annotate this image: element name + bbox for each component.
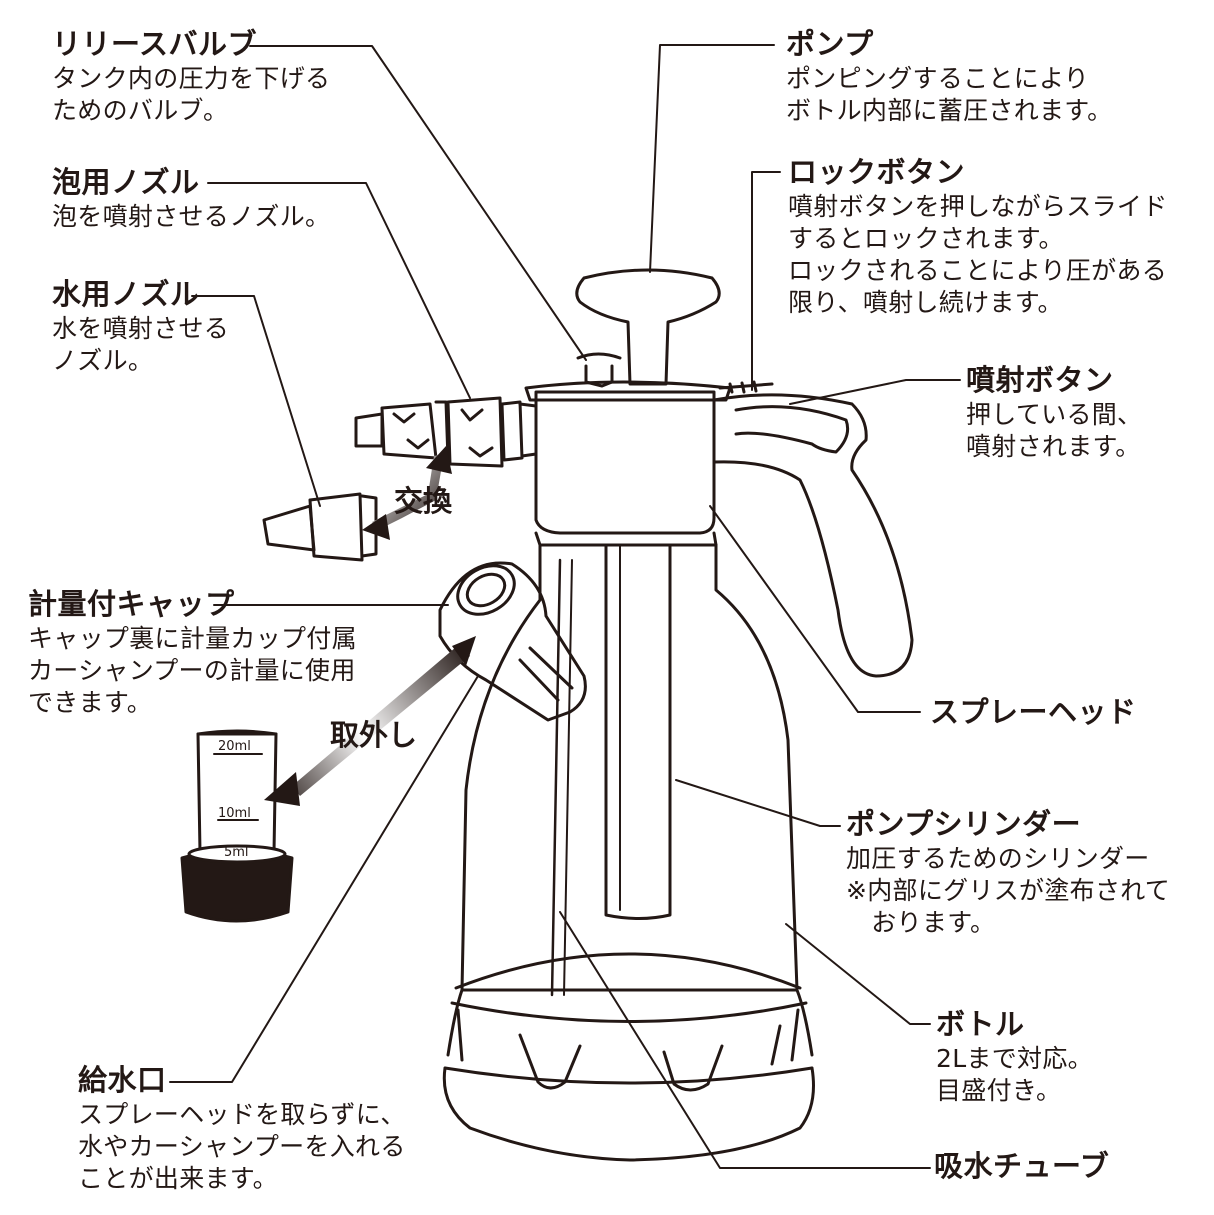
spray-button-desc-2: 噴射されます。 (966, 432, 1141, 462)
inlet-desc-3: ことが出来ます。 (78, 1164, 278, 1194)
lock-button-desc-3: ロックされることにより圧がある (788, 256, 1168, 286)
water-nozzle-desc-2: ノズル。 (52, 346, 154, 376)
pump-cylinder-desc-2: ※内部にグリスが塗布されて (846, 876, 1171, 906)
bottle-body (446, 543, 814, 1057)
label-pump: ポンプ ポンピングすることにより ボトル内部に蓄圧されます。 (786, 26, 1112, 127)
pump-cylinder-title: ポンプシリンダー (846, 807, 1082, 841)
exchange-arrow (362, 446, 452, 540)
release-valve-desc-1: タンク内の圧力を下げる (52, 64, 331, 94)
exchange-label: 交換 (394, 484, 453, 518)
lock-button-desc-4: 限り、噴射し続けます。 (788, 288, 1063, 318)
lock-button-title: ロックボタン (788, 155, 966, 189)
label-measure-cap: 計量付キャップ キャップ裏に計量カップ付属 カーシャンプーの計量に使用 できます… (28, 586, 357, 719)
release-valve-title: リリースバルブ (52, 27, 258, 61)
spray-head (524, 380, 914, 678)
measuring-cup (180, 729, 294, 923)
measure-cap-desc-3: できます。 (28, 688, 153, 718)
remove-label: 取外し (330, 718, 418, 752)
label-suction-tube: 吸水チューブ (934, 1148, 1109, 1185)
pump-cylinder-desc-3: おります。 (846, 908, 996, 938)
foam-nozzle-desc-1: 泡を噴射させるノズル。 (52, 202, 331, 232)
inlet-desc-2: 水やカーシャンプーを入れる (78, 1132, 406, 1162)
pump-title: ポンプ (786, 27, 874, 61)
release-valve-knob (576, 352, 622, 388)
suction-tube-title: 吸水チューブ (934, 1149, 1110, 1183)
cup-mark-10: 10ml (218, 806, 251, 821)
bottle-base (442, 952, 815, 1162)
label-spray-button: 噴射ボタン 押している間、 噴射されます。 (966, 362, 1142, 463)
suction-tube (550, 558, 573, 997)
measure-cap-desc-1: キャップ裏に計量カップ付属 (28, 624, 357, 654)
bottle-title: ボトル (936, 1007, 1025, 1041)
label-release-valve: リリースバルブ タンク内の圧力を下げる ためのバルブ。 (52, 26, 330, 127)
pump-cylinder-desc-1: 加圧するためのシリンダー (846, 844, 1150, 874)
spray-button-desc-1: 押している間、 (966, 400, 1143, 430)
pump-desc-2: ボトル内部に蓄圧されます。 (786, 96, 1113, 126)
foam-nozzle-title: 泡用ノズル (52, 165, 200, 199)
spray-head-title: スプレーヘッド (930, 695, 1137, 729)
leader-lines (169, 44, 961, 1169)
measure-cap-desc-2: カーシャンプーの計量に使用 (28, 656, 356, 686)
lock-button-desc-2: するとロックされます。 (788, 224, 1064, 254)
label-inlet: 給水口 スプレーヘッドを取らずに、 水やカーシャンプーを入れる ことが出来ます。 (78, 1062, 406, 1195)
pump-handle (575, 268, 721, 386)
lock-button-slider (718, 380, 774, 394)
water-nozzle-title: 水用ノズル (52, 277, 200, 311)
measure-cap-title: 計量付キャップ (28, 587, 235, 621)
label-spray-head: スプレーヘッド (930, 694, 1137, 731)
bottle-desc-1: 2Lまで対応。 (936, 1044, 1093, 1074)
water-nozzle-desc-1: 水を噴射させる (52, 314, 230, 344)
cup-scale: 20ml 10ml 5ml (218, 739, 251, 860)
measuring-cap (438, 561, 587, 722)
label-foam-nozzle: 泡用ノズル 泡を噴射させるノズル。 (52, 164, 330, 233)
pump-desc-1: ポンピングすることにより (786, 64, 1090, 94)
cup-mark-5: 5ml (224, 845, 249, 860)
label-bottle: ボトル 2Lまで対応。 目盛付き。 (936, 1006, 1093, 1107)
bottle-desc-2: 目盛付き。 (936, 1076, 1062, 1106)
remove-arrow (264, 636, 476, 806)
cup-mark-20: 20ml (218, 739, 251, 754)
label-lock-button: ロックボタン 噴射ボタンを押しながらスライド するとロックされます。 ロックされ… (788, 154, 1168, 319)
pump-cylinder (604, 543, 672, 920)
release-valve-desc-2: ためのバルブ。 (52, 96, 229, 126)
lock-button-desc-1: 噴射ボタンを押しながらスライド (788, 192, 1168, 222)
label-pump-cylinder: ポンプシリンダー 加圧するためのシリンダー ※内部にグリスが塗布されて おります… (846, 806, 1170, 939)
label-water-nozzle: 水用ノズル 水を噴射させる ノズル。 (52, 276, 229, 377)
spray-button-title: 噴射ボタン (966, 363, 1114, 397)
inlet-title: 給水口 (78, 1063, 167, 1097)
inlet-desc-1: スプレーヘッドを取らずに、 (78, 1100, 406, 1130)
